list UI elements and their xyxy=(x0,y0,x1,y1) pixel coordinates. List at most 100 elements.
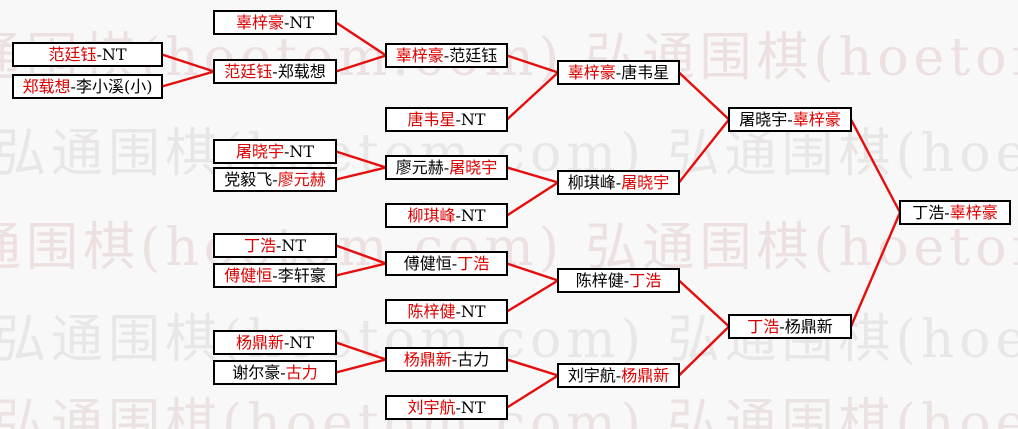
match-box-c3_4: 柳琪峰-NT xyxy=(385,203,508,228)
player-name-right: 唐韦星 xyxy=(621,62,670,82)
bracket-connector xyxy=(506,358,559,377)
player-name-left: 郑载想 xyxy=(22,76,71,96)
player-name-left: 辜梓豪 xyxy=(395,45,444,65)
player-name-left: 刘宇航 xyxy=(407,397,456,417)
player-name-right: 辜梓豪 xyxy=(792,109,841,129)
bracket-connector xyxy=(506,54,559,74)
match-separator: - xyxy=(451,253,458,273)
player-name-left: 傅健恒 xyxy=(403,253,452,273)
player-name-right: NT xyxy=(460,205,486,225)
bracket-connector xyxy=(849,118,902,214)
player-name-right: 辜梓豪 xyxy=(949,202,998,222)
match-separator: - xyxy=(70,76,76,96)
bracket-connector xyxy=(678,325,730,377)
watermark-row: 弘通围棋(hoetom.com) 弘通围棋(hoetom.com) xyxy=(0,124,1018,184)
match-separator: - xyxy=(455,397,461,417)
match-separator: - xyxy=(615,172,622,192)
match-separator: - xyxy=(455,109,461,129)
bracket-connector xyxy=(335,21,387,57)
player-name-right: 古力 xyxy=(285,362,318,382)
match-box-c4_4: 刘宇航-杨鼎新 xyxy=(557,363,680,388)
player-name-right: 杨鼎新 xyxy=(621,365,670,385)
bracket-connector xyxy=(335,166,387,181)
watermark-row: 弘通围棋(hoetom.com) 弘通围棋(hoetom.com) xyxy=(0,394,1018,429)
match-box-c5_2: 丁浩-杨鼎新 xyxy=(728,314,852,339)
match-box-c3_8: 刘宇航-NT xyxy=(385,395,508,420)
player-name-right: 廖元赫 xyxy=(277,169,326,189)
player-name-right: NT xyxy=(289,141,315,161)
match-separator: - xyxy=(272,265,278,285)
player-name-left: 党毅飞 xyxy=(224,169,273,189)
match-box-c2_4: 党毅飞-廖元赫 xyxy=(213,167,337,192)
player-name-left: 傅健恒 xyxy=(224,265,273,285)
match-box-c3_6: 陈梓健-NT xyxy=(385,299,508,324)
match-box-c2_5: 丁浩-NT xyxy=(213,233,337,258)
match-separator: - xyxy=(615,365,622,385)
player-name-left: 陈梓健 xyxy=(575,270,624,290)
match-separator: - xyxy=(623,270,630,290)
player-name-right: 李轩豪 xyxy=(277,265,326,285)
match-separator: - xyxy=(779,316,785,336)
player-name-right: 屠晓宇 xyxy=(621,172,670,192)
bracket-connector xyxy=(849,212,902,327)
watermark-row: 弘通围棋(hoetom.com) 弘通围棋(hoetom.com) xyxy=(0,218,1018,278)
player-name-right: NT xyxy=(460,109,486,129)
match-box-c2_6: 傅健恒-李轩豪 xyxy=(213,263,337,288)
player-name-left: 杨鼎新 xyxy=(403,349,452,369)
match-separator: - xyxy=(443,157,450,177)
match-separator: - xyxy=(280,362,286,382)
match-box-c5_1: 屠晓宇-辜梓豪 xyxy=(728,107,852,132)
match-box-c4_3: 陈梓健-丁浩 xyxy=(557,268,680,293)
bracket-connector xyxy=(506,166,559,184)
player-name-left: 谢尔豪 xyxy=(232,362,281,382)
player-name-left: 廖元赫 xyxy=(395,157,444,177)
bracket-connector xyxy=(161,53,215,73)
player-name-right: NT xyxy=(460,301,486,321)
player-name-left: 柳琪峰 xyxy=(407,205,456,225)
player-name-left: 屠晓宇 xyxy=(739,109,788,129)
match-box-c3_3: 廖元赫-屠晓宇 xyxy=(385,155,508,180)
bracket-connector xyxy=(678,279,730,328)
match-box-c4_1: 辜梓豪-唐韦星 xyxy=(557,60,680,85)
bracket-connector xyxy=(678,118,730,184)
bracket-connector xyxy=(335,150,387,169)
player-name-left: 范廷钰 xyxy=(48,44,97,64)
match-separator: - xyxy=(272,169,278,189)
player-name-left: 辜梓豪 xyxy=(235,12,284,32)
match-box-c2_7: 杨鼎新-NT xyxy=(213,330,337,355)
player-name-left: 辜梓豪 xyxy=(567,62,616,82)
match-separator: - xyxy=(283,332,290,352)
bracket-connector xyxy=(335,341,387,361)
match-box-c2_1: 辜梓豪-NT xyxy=(213,10,337,35)
player-name-right: 古力 xyxy=(457,349,490,369)
player-name-right: 屠晓宇 xyxy=(449,157,498,177)
match-box-c1_2: 郑载想-李小溪(小) xyxy=(12,74,163,99)
match-box-c2_3: 屠晓宇-NT xyxy=(213,139,337,164)
match-separator: - xyxy=(944,202,950,222)
player-name-left: 柳琪峰 xyxy=(567,172,616,192)
player-name-right: NT xyxy=(460,397,486,417)
player-name-right: 丁浩 xyxy=(629,270,662,290)
bracket-connector xyxy=(678,71,730,121)
player-name-left: 屠晓宇 xyxy=(235,141,284,161)
bracket-connector xyxy=(335,244,387,265)
match-separator: - xyxy=(272,61,278,81)
bracket-connector xyxy=(506,262,559,282)
player-name-right: 杨鼎新 xyxy=(784,316,833,336)
match-separator: - xyxy=(283,141,290,161)
match-box-c2_8: 谢尔豪-古力 xyxy=(213,360,337,385)
bracket-connector xyxy=(161,70,215,88)
match-separator: - xyxy=(275,235,282,255)
player-name-right: 丁浩 xyxy=(457,253,490,273)
player-name-right: 李小溪(小) xyxy=(75,76,153,96)
match-separator: - xyxy=(283,12,290,32)
match-separator: - xyxy=(615,62,622,82)
match-separator: - xyxy=(443,45,450,65)
player-name-right: NT xyxy=(289,332,315,352)
player-name-left: 丁浩 xyxy=(243,235,276,255)
player-name-left: 陈梓健 xyxy=(407,301,456,321)
bracket-connector xyxy=(335,358,387,374)
match-separator: - xyxy=(455,301,461,321)
